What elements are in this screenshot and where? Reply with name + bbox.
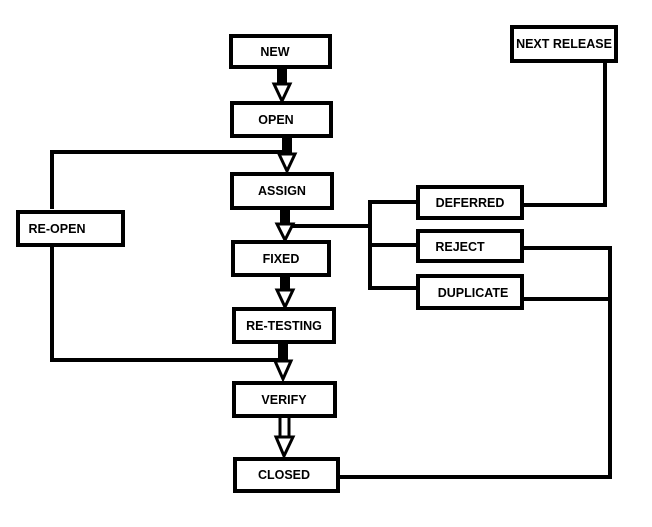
- node-fixed-label: FIXED: [263, 252, 300, 266]
- node-next-release: NEXT RELEASE: [510, 25, 618, 63]
- node-verify-label: VERIFY: [261, 393, 307, 407]
- node-assign: ASSIGN: [230, 172, 334, 210]
- node-verify: VERIFY: [232, 381, 337, 418]
- edge-verify-to-reopen: [50, 150, 282, 209]
- node-assign-label: ASSIGN: [258, 184, 306, 198]
- arrow-new-open: [271, 67, 293, 105]
- connectors: [50, 63, 612, 479]
- node-deferred: DEFERRED: [416, 185, 524, 220]
- node-open: OPEN: [230, 101, 333, 138]
- node-new: NEW: [229, 34, 332, 69]
- node-deferred-label: DEFERRED: [436, 196, 505, 210]
- arrow-fixed-retesting: [274, 275, 296, 311]
- node-duplicate: DUPLICATE: [416, 274, 524, 310]
- edge-reopen-to-assign: [50, 246, 282, 362]
- node-closed-label: CLOSED: [258, 468, 310, 482]
- arrow-verify-closed: [273, 414, 296, 460]
- node-retesting-label: RE-TESTING: [246, 319, 322, 333]
- arrow-open-assign: [276, 136, 298, 175]
- node-open-label: OPEN: [258, 113, 293, 127]
- node-reject: REJECT: [416, 229, 524, 263]
- edge-reject-to-closed: [340, 246, 612, 479]
- edge-deferred-to-next-release: [522, 63, 607, 207]
- node-duplicate-label: DUPLICATE: [438, 286, 509, 300]
- node-fixed: FIXED: [231, 240, 331, 277]
- node-closed: CLOSED: [233, 457, 340, 493]
- node-reject-label: REJECT: [435, 240, 485, 254]
- node-reopen-label: RE-OPEN: [29, 222, 86, 236]
- node-retesting: RE-TESTING: [232, 307, 336, 344]
- arrow-assign-fixed: [274, 208, 296, 244]
- node-new-label: NEW: [260, 45, 289, 59]
- main-flow-arrows: [271, 67, 298, 460]
- arrow-retesting-verify: [272, 342, 294, 383]
- node-reopen: RE-OPEN: [16, 210, 125, 247]
- node-next-release-label: NEXT RELEASE: [516, 37, 612, 51]
